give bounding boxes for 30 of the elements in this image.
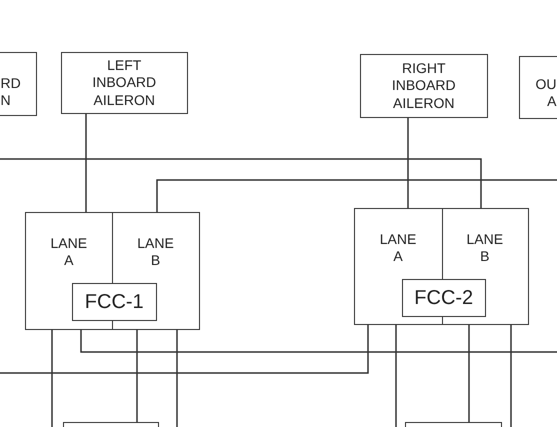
component-label: RD N: [0, 74, 22, 110]
component-label: RIGHT INBOARD AILERON: [390, 60, 457, 112]
connector-line: [0, 324, 369, 374]
aileron-box: [61, 52, 188, 114]
computer-label: FCC-1: [84, 290, 144, 314]
lane-label: LANE A: [378, 230, 418, 266]
connector-line: [468, 324, 470, 422]
connector-line: [80, 330, 557, 353]
lane-label: LANE A: [49, 234, 88, 270]
computer-box: [402, 279, 486, 316]
connector-line: [156, 179, 557, 212]
computer-box: [72, 283, 156, 320]
component-box: [63, 422, 158, 427]
connector-line: [395, 324, 397, 427]
connector-line: [136, 330, 138, 422]
lane-label: LANE B: [136, 234, 175, 270]
connector-line: [176, 330, 178, 427]
component-label: OU A: [536, 76, 556, 110]
component-label: LEFT INBOARD AILERON: [91, 56, 158, 109]
component-box: [0, 52, 36, 116]
connector-line: [51, 330, 53, 427]
connector-line: [85, 114, 87, 212]
connector-line: [407, 118, 409, 208]
connector-line: [0, 158, 482, 208]
aileron-box: [360, 54, 488, 118]
lane-label: LANE B: [465, 230, 504, 266]
component-box: [519, 56, 557, 118]
component-box: [405, 422, 502, 427]
computer-label: FCC-2: [414, 286, 474, 310]
connector-line: [510, 324, 512, 427]
